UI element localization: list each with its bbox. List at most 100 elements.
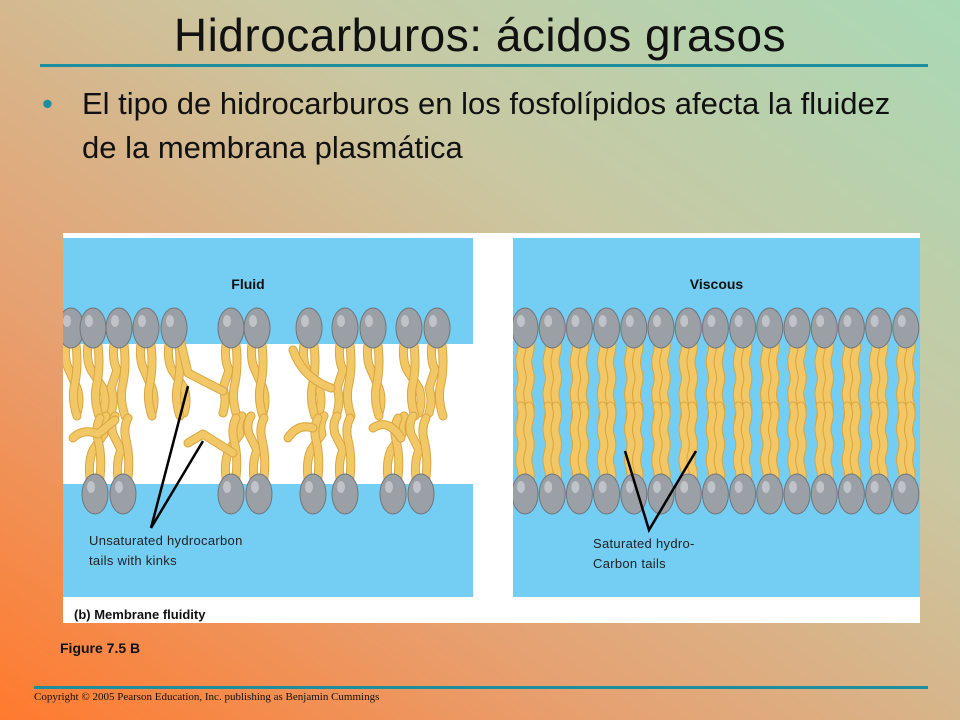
callout-line: Carbon tails (593, 556, 666, 571)
fatty-acid-tail (93, 414, 105, 488)
fatty-acid-tail (524, 402, 534, 487)
fatty-acid-tail (289, 346, 335, 392)
phosphate-head (538, 473, 566, 515)
bullet-text: El tipo de hidrocarburos en los fosfolíp… (82, 86, 891, 165)
figure-number: Figure 7.5 B (60, 640, 141, 656)
fatty-acid-tail (333, 334, 347, 417)
phosphate-head (513, 307, 539, 349)
fatty-acid-tail (543, 402, 553, 487)
fatty-acid-tail (371, 334, 383, 420)
fluid-bilayer-drawing (63, 307, 451, 529)
fatty-acid-tail (842, 402, 853, 487)
fatty-acid-tail (117, 334, 129, 420)
phosphate-head (810, 473, 838, 515)
phosphate-head (565, 307, 593, 349)
figure-caption: (b) Membrane fluidity (74, 607, 206, 622)
phosphate-head (243, 307, 271, 349)
fluid-membrane-panel: Fluid Unsaturated hydrocarbon tails with… (63, 238, 473, 597)
phosphate-head (593, 307, 621, 349)
fatty-acid-tail (229, 414, 241, 488)
viscous-membrane-panel: Viscous Saturated hydro- Carbon tails (513, 238, 920, 597)
phosphate-head (379, 473, 407, 515)
phosphate-head (359, 307, 387, 349)
fatty-acid-tail (897, 402, 907, 487)
phosphate-head (729, 473, 757, 515)
phosphate-head (810, 307, 838, 349)
fatty-acid-tail (597, 402, 608, 487)
fatty-acid-tail (761, 402, 771, 487)
copyright-notice: Copyright © 2005 Pearson Education, Inc.… (34, 691, 380, 703)
phosphate-head (132, 307, 160, 349)
phosphate-head (892, 307, 920, 349)
fatty-acid-tail (877, 402, 888, 487)
phosphate-head (109, 473, 137, 515)
fatty-acid-tail (369, 421, 405, 442)
phosphate-head (217, 473, 245, 515)
phosphate-head (538, 307, 566, 349)
fatty-acid-tail (516, 402, 526, 487)
fatty-acid-tail (850, 402, 861, 487)
fatty-acid-tail (107, 334, 121, 417)
phosphate-head (593, 473, 621, 515)
phosphate-head (756, 307, 784, 349)
phosphate-head (407, 473, 435, 515)
phosphate-head (674, 307, 702, 349)
phosphate-head (729, 307, 757, 349)
fatty-acid-tail (425, 334, 439, 417)
phosphate-head (160, 307, 188, 349)
fatty-acid-tail (244, 412, 261, 488)
phosphate-head (299, 473, 327, 515)
unsaturated-tails-callout: Unsaturated hydrocarbon tails with kinks (89, 531, 309, 571)
phosphate-head (217, 307, 245, 349)
phosphate-head (331, 473, 359, 515)
phosphate-head (565, 473, 593, 515)
fatty-acid-tail (257, 414, 269, 488)
phosphate-head (837, 307, 865, 349)
fatty-acid-tail (343, 414, 355, 488)
fluid-label: Fluid (231, 276, 265, 292)
slide-title: Hidrocarburos: ácidos grasos (173, 9, 787, 61)
fatty-acid-tail (311, 414, 323, 488)
fatty-acid-tail (706, 402, 717, 487)
callout-pointer-lines (149, 385, 205, 529)
fatty-acid-tail (255, 334, 267, 420)
fatty-acid-tail (69, 416, 119, 442)
fatty-acid-tail (177, 339, 227, 395)
fatty-acid-tail (391, 414, 403, 488)
phosphate-head (245, 473, 273, 515)
fatty-acid-tail (69, 334, 81, 420)
fatty-acid-tail (219, 334, 233, 417)
phosphate-head (395, 307, 423, 349)
fatty-acid-tail (815, 402, 825, 487)
callout-line: tails with kinks (89, 553, 177, 568)
fatty-acid-tail (184, 430, 237, 457)
title-underline (40, 64, 928, 67)
fatty-acid-tail (570, 402, 581, 487)
fatty-acid-tail (869, 402, 880, 487)
fatty-acid-tail (121, 414, 133, 488)
fatty-acid-tail (330, 412, 347, 488)
fatty-acid-tail (419, 414, 431, 488)
fatty-acid-tail (407, 334, 419, 420)
viscous-bilayer-drawing (513, 307, 920, 534)
bullet-dot: • (42, 86, 53, 121)
fatty-acid-tail (343, 334, 355, 420)
callout-pointer-lines (623, 450, 698, 534)
fatty-acid-tail (229, 334, 241, 420)
phosphate-head (783, 473, 811, 515)
fatty-acid-tail (823, 402, 833, 487)
fatty-acid-tail (788, 402, 798, 487)
fatty-acid-tail (605, 402, 616, 487)
phosphate-head (620, 307, 648, 349)
phosphate-head (105, 307, 133, 349)
fatty-acid-tail (733, 402, 744, 487)
fatty-acid-tail (91, 334, 103, 420)
phosphate-head (865, 307, 893, 349)
phosphate-head (423, 307, 451, 349)
footer-rule (34, 686, 928, 689)
fatty-acid-tail (905, 402, 915, 487)
fatty-acid-tail (144, 334, 156, 420)
phosphate-head (892, 473, 920, 515)
phosphate-head (783, 307, 811, 349)
phosphate-head (756, 473, 784, 515)
